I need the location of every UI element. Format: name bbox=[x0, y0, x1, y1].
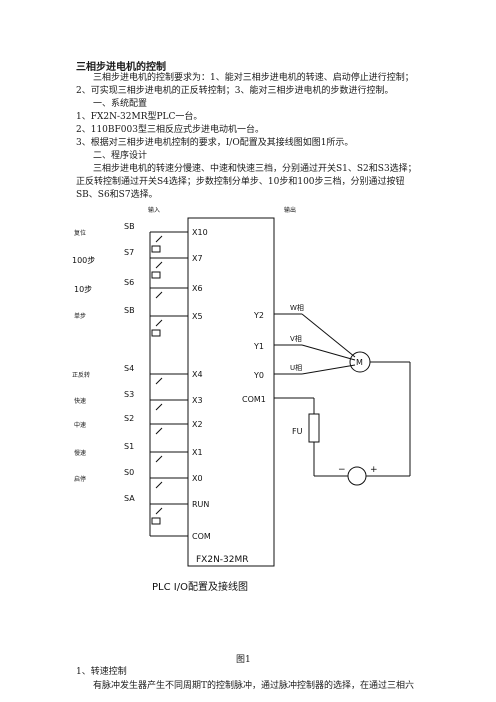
header-output: 输出 bbox=[284, 206, 296, 214]
config-item-3: 3、根据对三相步进电机控制的要求，I/O配置及其接线图如图1所示。 bbox=[76, 138, 354, 148]
switch-s4: S4 bbox=[124, 364, 134, 373]
output-wiring bbox=[274, 313, 411, 486]
section2-paragraph: 三相步进电机的转速分慢速、中速和快速三档，分别通过开关S1、S2和S3选择；正反… bbox=[76, 164, 417, 200]
label-single-step: 单步 bbox=[74, 312, 86, 320]
label-100-steps: 100步 bbox=[72, 256, 95, 265]
wiring-diagram-svg: 输入 输出 复位 100步 10步 单步 正反转 快速 中速 慢速 启停 SB … bbox=[72, 206, 411, 593]
plc-model: FX2N-32MR bbox=[196, 555, 249, 565]
fuse-label: FU bbox=[292, 427, 303, 436]
config-item-2: 2、110BF003型三相反应式步进电动机一台。 bbox=[76, 125, 264, 135]
output-y0: Y0 bbox=[253, 371, 264, 380]
switch-s2: S2 bbox=[124, 414, 134, 423]
input-x10: X10 bbox=[192, 228, 208, 237]
switch-s7: S7 bbox=[124, 248, 134, 257]
minus-label: − bbox=[338, 465, 346, 475]
input-x2: X2 bbox=[192, 420, 203, 429]
plc-box bbox=[187, 217, 275, 567]
input-x0: X0 bbox=[192, 474, 203, 483]
label-slow: 慢速 bbox=[74, 449, 86, 457]
motor-label: M bbox=[356, 358, 363, 367]
switch-sb-step: SB bbox=[124, 306, 135, 315]
label-reset: 复位 bbox=[74, 229, 86, 237]
switch-names: SB S7 S6 SB S4 S3 S2 S1 S0 SA bbox=[124, 222, 135, 503]
phase-u: U相 bbox=[290, 363, 302, 372]
plus-label: + bbox=[370, 465, 378, 475]
power-source-circle bbox=[347, 466, 367, 486]
phase-v: V相 bbox=[290, 334, 302, 343]
config-item-1: 1、FX2N-32MR型PLC一台。 bbox=[76, 112, 203, 122]
switch-s3: S3 bbox=[124, 390, 134, 399]
doc-title: 三相步进电机的控制 bbox=[76, 62, 166, 73]
subsection1-heading: 1、转速控制 bbox=[76, 667, 127, 677]
label-medium: 中速 bbox=[74, 421, 86, 429]
section1-heading: 一、系统配置 bbox=[93, 99, 148, 109]
output-y2: Y2 bbox=[253, 311, 264, 320]
switch-s0: S0 bbox=[124, 468, 134, 477]
switch-s1: S1 bbox=[124, 442, 134, 451]
subsection1-paragraph: 有脉冲发生器产生不同周期T的控制脉冲，通过脉冲控制器的选择，在通过三相六拍环 bbox=[93, 681, 415, 691]
input-x5: X5 bbox=[192, 312, 203, 321]
switch-sb-reset: SB bbox=[124, 222, 135, 231]
plc-inputs: X10 X7 X6 X5 X4 X3 X2 X1 X0 RUN COM bbox=[192, 228, 211, 541]
label-10-steps: 10步 bbox=[74, 285, 92, 294]
wiring-diagram: 输入 输出 复位 100步 10步 单步 正反转 快速 中速 慢速 启停 SB … bbox=[70, 202, 430, 602]
input-run: RUN bbox=[192, 500, 209, 509]
intro-paragraph: 三相步进电机的控制要求为：1、能对三相步进电机的转速、启动停止进行控制；2、可实… bbox=[76, 73, 414, 96]
diagram-bottom-title: PLC I/O配置及接线图 bbox=[152, 580, 248, 593]
switch-s6: S6 bbox=[124, 278, 134, 287]
fuse-box bbox=[308, 413, 320, 443]
output-y1: Y1 bbox=[253, 342, 264, 351]
input-x6: X6 bbox=[192, 284, 203, 293]
output-com1: COM1 bbox=[242, 395, 266, 404]
label-start-stop: 启停 bbox=[74, 475, 86, 483]
left-labels: 复位 100步 10步 单步 正反转 快速 中速 慢速 启停 bbox=[72, 229, 95, 483]
label-direction: 正反转 bbox=[72, 371, 90, 379]
switch-contacts bbox=[151, 235, 163, 525]
label-fast: 快速 bbox=[74, 397, 86, 405]
input-x1: X1 bbox=[192, 448, 203, 457]
header-input: 输入 bbox=[148, 206, 160, 214]
input-x3: X3 bbox=[192, 396, 203, 405]
input-x4: X4 bbox=[192, 370, 203, 379]
section2-heading: 二、程序设计 bbox=[93, 151, 148, 161]
phase-w: W相 bbox=[290, 303, 304, 312]
input-x7: X7 bbox=[192, 254, 203, 263]
input-com: COM bbox=[192, 532, 211, 541]
plc-outputs: Y2 Y1 Y0 COM1 bbox=[242, 311, 266, 404]
switch-sa: SA bbox=[124, 494, 135, 503]
phase-labels: W相 V相 U相 bbox=[290, 303, 304, 372]
input-rungs bbox=[150, 231, 188, 537]
figure-caption: 图1 bbox=[236, 655, 251, 665]
